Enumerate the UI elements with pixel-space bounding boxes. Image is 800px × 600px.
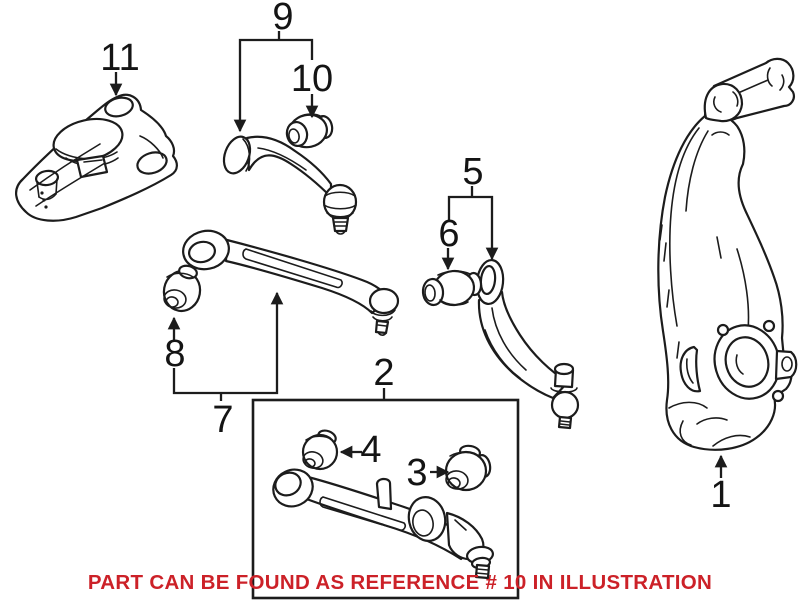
- part-drawing-lower-control-arm: [272, 468, 495, 580]
- leader-7: [172, 291, 284, 395]
- leader-5: [447, 195, 499, 261]
- ref-label-4: 4: [360, 429, 381, 471]
- part-drawing-curved-control-arm: [475, 258, 580, 430]
- part-drawing-straight-control-arm: [182, 229, 400, 336]
- leader-9: [233, 38, 314, 133]
- ref-label-2: 2: [373, 352, 394, 394]
- ref-label-6: 6: [438, 213, 459, 255]
- reference-box-part-2: [251, 398, 520, 600]
- ref-label-1: 1: [710, 474, 731, 516]
- part-drawing-bushing-3: [444, 444, 492, 492]
- part-drawing-bushing-10: [285, 113, 334, 149]
- reference-note: PART CAN BE FOUND AS REFERENCE # 10 IN I…: [88, 571, 712, 594]
- ref-label-8: 8: [164, 333, 185, 375]
- part-drawing-upper-control-arm: [222, 135, 358, 235]
- part-drawing-steering-knuckle: [657, 57, 798, 451]
- part-drawing-bushing-8: [162, 264, 202, 313]
- ref-label-3: 3: [406, 452, 427, 494]
- part-drawing-bushing-4: [301, 429, 339, 471]
- ref-label-7: 7: [212, 399, 233, 441]
- ref-label-10: 10: [291, 58, 333, 100]
- part-drawing-mount-bracket: [15, 93, 178, 222]
- part-drawing-bushing-6: [421, 269, 483, 307]
- ref-label-9: 9: [272, 0, 293, 38]
- ref-label-11: 11: [100, 37, 139, 79]
- ref-label-5: 5: [462, 151, 483, 193]
